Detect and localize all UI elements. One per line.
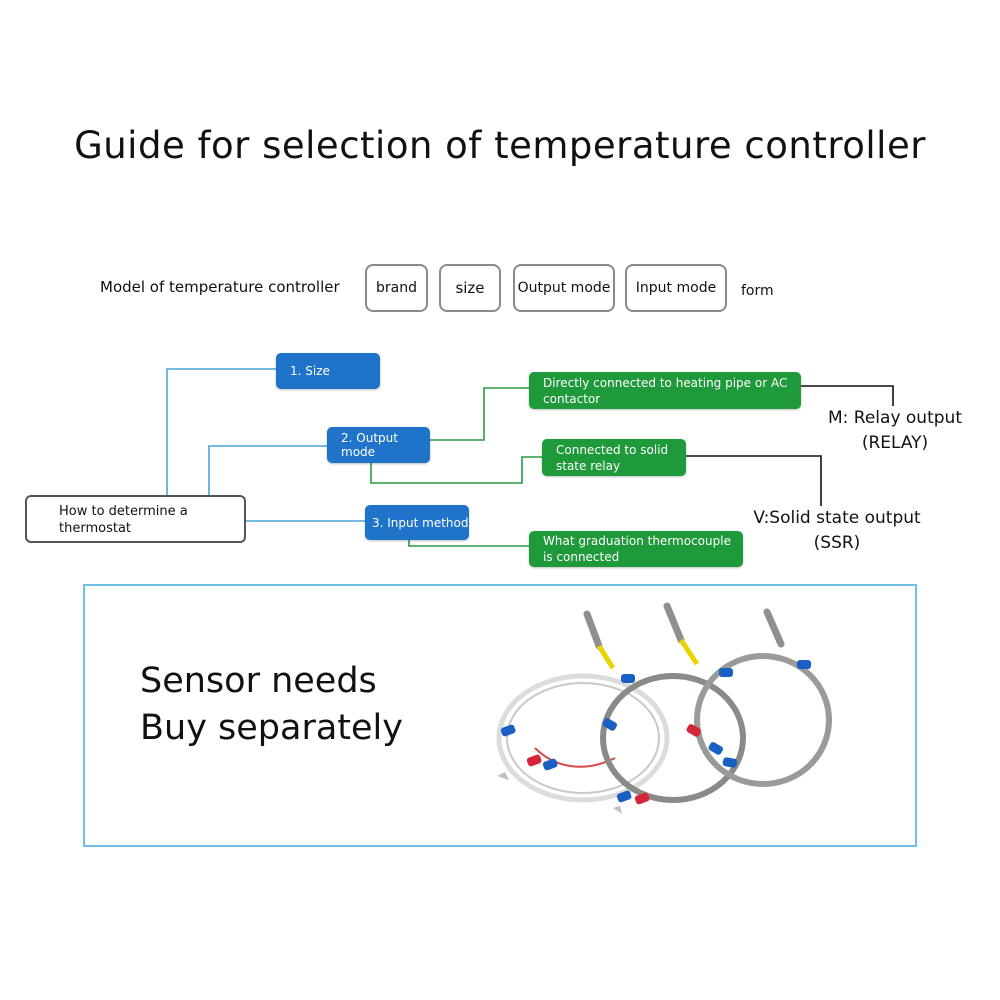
- relay-output-line1: M: Relay output: [828, 408, 962, 428]
- connector-thermocouple: [408, 540, 530, 547]
- node-solid-state: Connected to solid state relay: [542, 439, 686, 476]
- model-label: Model of temperature controller: [100, 278, 340, 296]
- node-input-method: 3. Input method: [365, 505, 469, 540]
- connector-heating-pipe: [430, 387, 530, 441]
- relay-output-label: M: Relay output (RELAY): [820, 406, 970, 456]
- connector-relay-output: [801, 385, 894, 406]
- model-part-input-mode: Input mode: [625, 264, 727, 312]
- node-size: 1. Size: [276, 353, 380, 389]
- sensor-note-line1: Sensor needs: [140, 661, 377, 701]
- probe-white: [496, 610, 670, 803]
- sensor-note-line2: Buy separately: [140, 708, 403, 748]
- thermocouple-sensors-image: [496, 602, 832, 814]
- node-root: How to determine a thermostat: [25, 495, 246, 543]
- connector-lines: [166, 368, 894, 547]
- relay-output-line2: (RELAY): [861, 433, 929, 453]
- node-output-mode: 2. Output mode: [327, 427, 430, 463]
- ssr-output-line2: (SSR): [813, 533, 861, 553]
- connector-solid-state: [370, 456, 543, 484]
- sensor-note: Sensor needs Buy separately: [140, 658, 403, 752]
- ssr-output-line1: V:Solid state output: [753, 508, 921, 528]
- node-thermocouple: What graduation thermocouple is connecte…: [529, 531, 743, 567]
- page-title: Guide for selection of temperature contr…: [74, 124, 926, 167]
- ssr-output-label: V:Solid state output (SSR): [742, 506, 932, 556]
- connector-output-mode: [208, 445, 328, 495]
- probe-braided-2: [686, 608, 832, 787]
- probe-braided-1: [600, 602, 746, 814]
- model-part-output-mode: Output mode: [513, 264, 615, 312]
- node-heating-pipe: Directly connected to heating pipe or AC…: [529, 372, 801, 409]
- model-part-brand: brand: [365, 264, 428, 312]
- sensor-panel: [83, 584, 917, 847]
- connector-ssr-output: [686, 455, 822, 506]
- model-part-size: size: [439, 264, 501, 312]
- model-suffix: form: [741, 283, 774, 299]
- connector-size: [166, 368, 277, 495]
